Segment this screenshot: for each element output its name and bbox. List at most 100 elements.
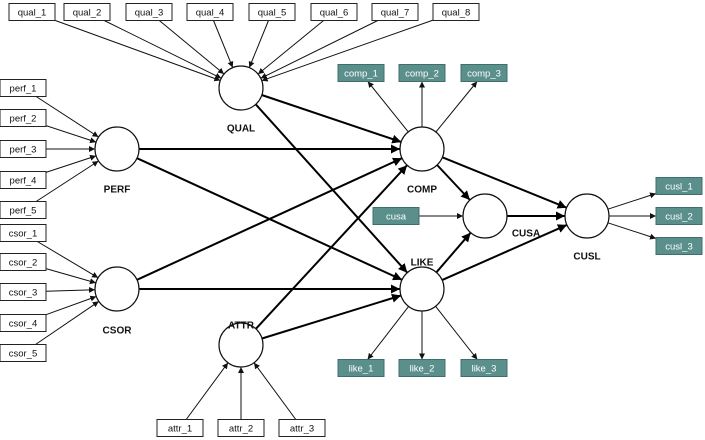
csor-indicator-box[interactable]: csor_5: [0, 344, 47, 362]
attr-indicator-box[interactable]: attr_2: [217, 419, 265, 437]
qual-indicator-label: qual_5: [258, 7, 287, 18]
perf-indicator-label: perf_1: [10, 83, 37, 94]
comp-measurement-arrow: [367, 81, 409, 133]
like-construct-label: LIKE: [411, 258, 434, 269]
csor-indicator-label: csor_5: [9, 348, 38, 359]
attr-indicator-label: attr_1: [168, 423, 192, 434]
attr-indicator-box[interactable]: attr_3: [278, 419, 326, 437]
perf-indicator-box[interactable]: perf_2: [0, 109, 47, 127]
path-attr-to-comp: [255, 164, 408, 330]
cusl-measurement-arrow: [607, 222, 657, 240]
perf-indicator-box[interactable]: perf_5: [0, 201, 47, 219]
comp-measurement-arrow: [435, 81, 478, 133]
path-like-to-cusl: [441, 223, 568, 282]
qual-indicator-box[interactable]: qual_1: [8, 3, 56, 21]
cusl-construct[interactable]: [564, 193, 610, 239]
qual-indicator-box[interactable]: qual_3: [125, 3, 173, 21]
perf-indicator-label: perf_5: [10, 205, 37, 216]
csor-measurement-arrow: [35, 300, 100, 345]
csor-indicator-label: csor_4: [9, 318, 38, 329]
cusa-indicator-label: cusa: [386, 211, 407, 222]
cusa-construct-label: CUSA: [512, 229, 540, 240]
cusa-construct[interactable]: [462, 193, 508, 239]
csor-indicator-label: csor_1: [9, 228, 38, 239]
csor-indicator-box[interactable]: csor_2: [0, 253, 47, 271]
qual-construct[interactable]: [218, 65, 264, 111]
comp-indicator-label: comp_1: [344, 68, 378, 79]
attr-construct-label: ATTR: [228, 321, 255, 332]
perf-indicator-box[interactable]: perf_4: [0, 171, 47, 189]
qual-indicator-label: qual_7: [381, 7, 410, 18]
perf-indicator-label: perf_3: [10, 144, 37, 155]
like-indicator-label: like_3: [472, 363, 497, 374]
cusl-indicator-label: cusl_3: [665, 241, 692, 252]
qual-measurement-arrow: [103, 20, 222, 79]
qual-indicator-box[interactable]: qual_4: [186, 3, 234, 21]
attr-indicator-box[interactable]: attr_1: [156, 419, 204, 437]
perf-measurement-arrow: [35, 160, 99, 202]
qual-indicator-label: qual_4: [196, 7, 225, 18]
qual-measurement-arrow: [257, 20, 324, 75]
perf-indicator-box[interactable]: perf_1: [0, 79, 47, 97]
perf-indicator-label: perf_2: [10, 113, 37, 124]
perf-measurement-arrow: [45, 154, 97, 173]
csor-indicator-box[interactable]: csor_1: [0, 224, 47, 242]
perf-indicator-box[interactable]: perf_3: [0, 140, 47, 158]
perf-construct-label: PERF: [104, 185, 131, 196]
like-construct[interactable]: [399, 266, 445, 312]
qual-indicator-box[interactable]: qual_5: [248, 3, 296, 21]
path-like-to-cusa: [435, 232, 472, 273]
qual-measurement-arrow: [54, 19, 221, 82]
qual-indicator-label: qual_1: [18, 7, 47, 18]
csor-measurement-arrow: [37, 241, 99, 279]
attr-measurement-arrow: [253, 362, 297, 420]
path-qual-to-comp: [261, 94, 402, 144]
like-measurement-arrow: [435, 305, 478, 360]
qual-indicator-box[interactable]: qual_8: [432, 3, 480, 21]
cusl-indicator-box[interactable]: cusl_3: [655, 237, 703, 255]
comp-indicator-box[interactable]: comp_1: [337, 64, 385, 82]
csor-construct-label: CSOR: [103, 326, 133, 337]
qual-indicator-box[interactable]: qual_7: [371, 3, 419, 21]
cusl-indicator-box[interactable]: cusl_1: [655, 177, 703, 195]
qual-measurement-arrow: [248, 20, 269, 68]
attr-measurement-arrow: [185, 362, 229, 420]
csor-measurement-arrow: [45, 295, 97, 316]
perf-measurement-arrow: [45, 125, 97, 144]
comp-construct[interactable]: [399, 126, 445, 172]
perf-measurement-arrow: [35, 96, 99, 138]
cusl-indicator-label: cusl_1: [665, 181, 692, 192]
cusl-indicator-box[interactable]: cusl_2: [655, 207, 703, 225]
like-indicator-label: like_2: [410, 363, 435, 374]
cusl-measurement-arrow: [607, 192, 657, 210]
attr-indicator-label: attr_3: [290, 423, 314, 434]
cusl-construct-label: CUSL: [573, 252, 600, 263]
csor-indicator-label: csor_3: [9, 287, 38, 298]
qual-construct-label: QUAL: [227, 124, 255, 135]
comp-indicator-label: comp_3: [467, 68, 501, 79]
cusa-indicator-box[interactable]: cusa: [372, 207, 420, 225]
qual-indicator-box[interactable]: qual_2: [63, 3, 111, 21]
attr-construct[interactable]: [218, 322, 264, 368]
csor-indicator-box[interactable]: csor_4: [0, 314, 47, 332]
csor-indicator-box[interactable]: csor_3: [0, 283, 47, 301]
comp-indicator-label: comp_2: [405, 68, 439, 79]
qual-indicator-box[interactable]: qual_6: [310, 3, 358, 21]
csor-measurement-arrow: [45, 268, 97, 285]
csor-construct[interactable]: [94, 266, 140, 312]
perf-construct[interactable]: [94, 126, 140, 172]
path-csor-to-comp: [136, 157, 403, 281]
attr-indicator-label: attr_2: [229, 423, 253, 434]
qual-measurement-arrow: [260, 20, 379, 79]
comp-indicator-box[interactable]: comp_2: [398, 64, 446, 82]
comp-indicator-box[interactable]: comp_3: [460, 64, 508, 82]
qual-measurement-arrow: [158, 20, 225, 75]
csor-indicator-label: csor_2: [9, 257, 38, 268]
like-indicator-box[interactable]: like_1: [337, 359, 385, 377]
like-indicator-box[interactable]: like_2: [398, 359, 446, 377]
qual-indicator-label: qual_2: [73, 7, 102, 18]
path-attr-to-like: [261, 293, 402, 340]
qual-measurement-arrow: [261, 19, 434, 82]
like-indicator-box[interactable]: like_3: [460, 359, 508, 377]
